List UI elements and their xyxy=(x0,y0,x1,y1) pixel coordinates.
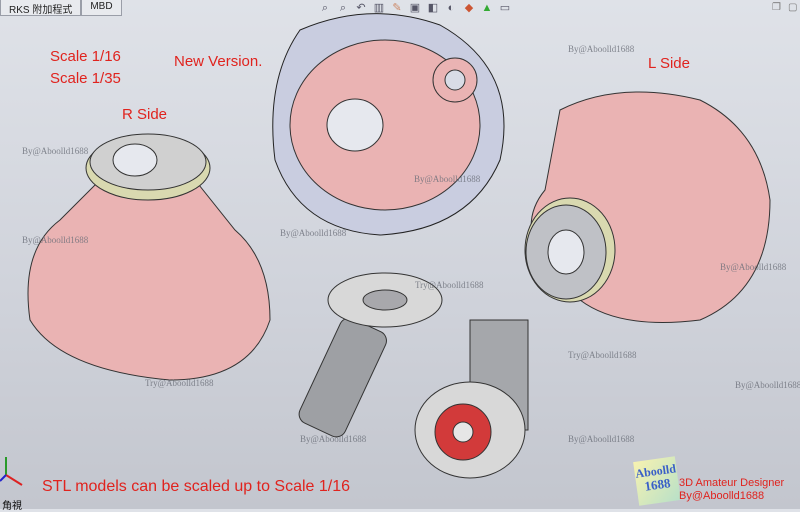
maximize-icon[interactable]: ▢ xyxy=(788,2,798,13)
watermark: By@Aboolld1688 xyxy=(720,262,787,272)
l-side-housing xyxy=(524,91,771,323)
r-side-label: R Side xyxy=(122,106,168,123)
watermark: By@Aboolld1688 xyxy=(568,44,635,54)
new-version-label: New Version. xyxy=(174,53,263,70)
watermark: By@Aboolld1688 xyxy=(22,146,89,156)
watermark: Try@Aboolld1688 xyxy=(415,280,484,290)
shaft-flange-1 xyxy=(298,272,443,438)
watermark: Try@Aboolld1688 xyxy=(145,378,214,388)
previous-view-icon[interactable]: ↶ xyxy=(356,2,366,14)
l-side-label: L Side xyxy=(648,55,690,72)
section-view-icon[interactable]: ▥ xyxy=(373,2,385,14)
watermark: By@Aboolld1688 xyxy=(568,434,635,444)
watermark: By@Aboolld1688 xyxy=(280,228,347,238)
scale-label-1: Scale 1/16 xyxy=(50,48,121,65)
command-manager-tabs: RKS 附加程式 MBD xyxy=(0,0,122,16)
r-side-housing xyxy=(27,133,271,381)
watermark: By@Aboolld1688 xyxy=(735,380,800,390)
watermark: By@Aboolld1688 xyxy=(22,235,89,245)
view-orientation-icon[interactable]: ▣ xyxy=(409,2,421,14)
zoom-area-icon[interactable]: ⌕ xyxy=(339,2,347,14)
watermark: Try@Aboolld1688 xyxy=(568,350,637,360)
restore-icon[interactable]: ❐ xyxy=(772,2,781,13)
tab-mbd[interactable]: MBD xyxy=(81,0,122,16)
watermark: By@Aboolld1688 xyxy=(414,174,481,184)
apply-scene-icon[interactable]: ▲ xyxy=(481,2,493,14)
credit-line-2: By@Aboolld1688 xyxy=(679,490,765,502)
shaft-flange-2 xyxy=(414,319,529,479)
watermark: By@Aboolld1688 xyxy=(300,434,367,444)
axis-triad-icon xyxy=(0,457,23,486)
credit-line-1: 3D Amateur Designer xyxy=(679,477,785,489)
stl-note: STL models can be scaled up to Scale 1/1… xyxy=(42,478,351,495)
zoom-fit-icon[interactable]: ⌕ xyxy=(321,2,329,14)
scale-label-2: Scale 1/35 xyxy=(50,70,121,87)
edit-appearance-icon[interactable]: ◆ xyxy=(464,2,474,14)
center-housing xyxy=(272,13,505,236)
heads-up-toolbar: ⌕ ⌕ ↶ ▥ ✎ ▣ ◧ ◐ ◆ ▲ ▭ xyxy=(318,1,512,15)
view-orientation-label: 角視 xyxy=(2,501,22,512)
tab-addins[interactable]: RKS 附加程式 xyxy=(0,0,82,16)
dynamic-annotation-icon[interactable]: ✎ xyxy=(392,2,402,14)
view-settings-icon[interactable]: ▭ xyxy=(499,2,511,14)
display-style-icon[interactable]: ◧ xyxy=(427,2,439,14)
hide-show-icon[interactable]: ◐ xyxy=(447,2,455,14)
